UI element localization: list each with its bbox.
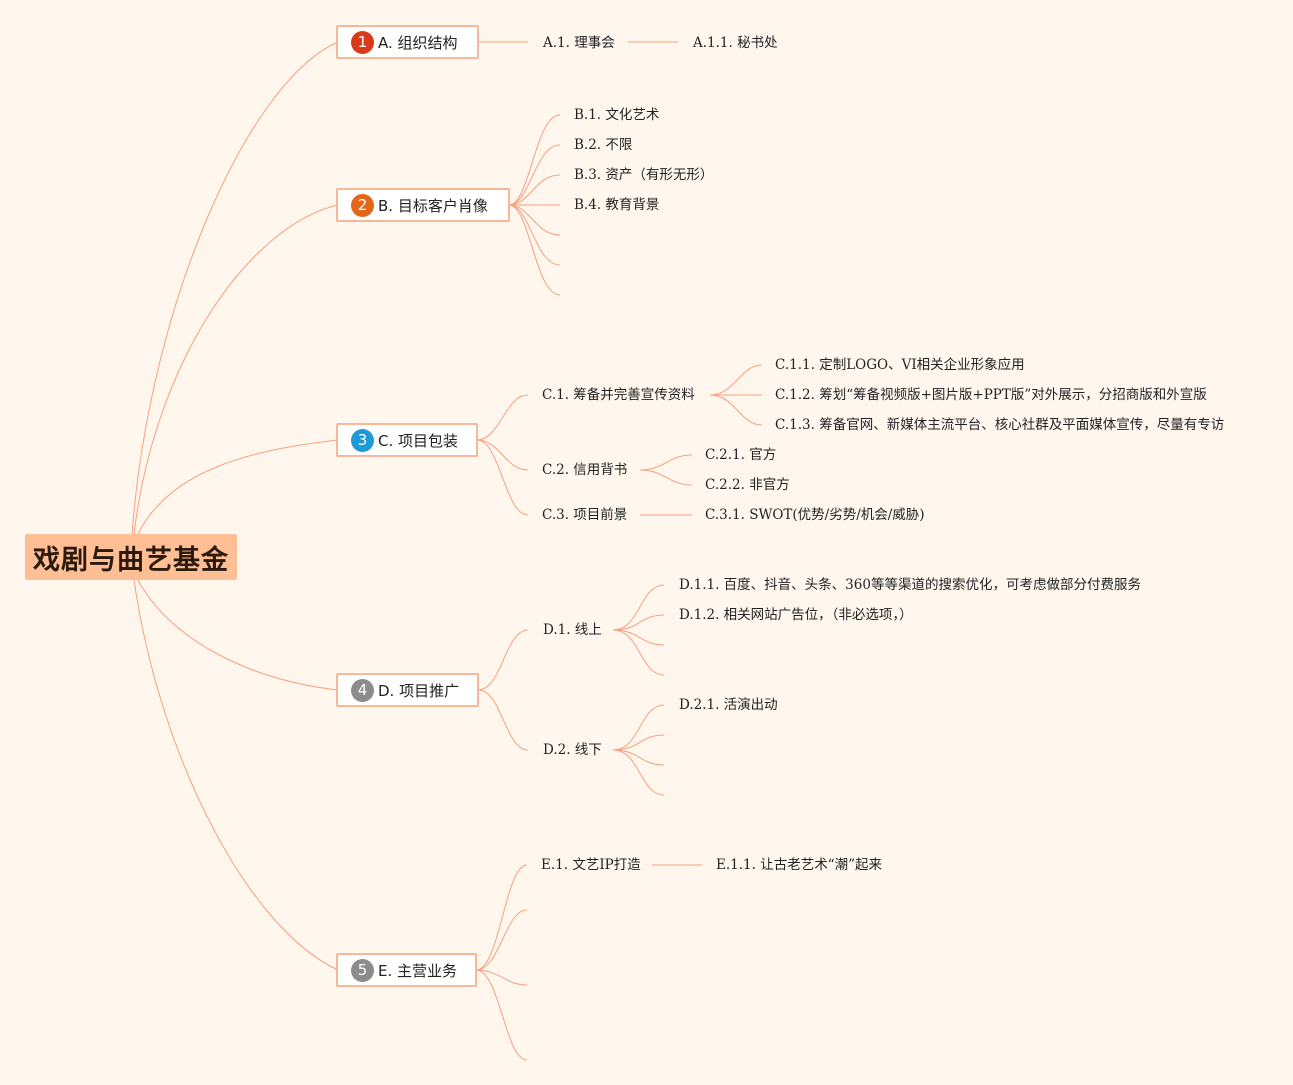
connector-d1-empty-2: [612, 629, 665, 676]
connector-root-d: [137, 579, 339, 691]
connector-c2-c22: [639, 469, 693, 486]
number-3-icon: 3: [351, 428, 374, 452]
node-d2[interactable]: D.2. 线下: [543, 742, 602, 758]
connector-root-c: [137, 439, 339, 535]
node-c21[interactable]: C.2.1. 官方: [705, 447, 777, 463]
branch-a-label: A. 组织结构: [378, 33, 458, 52]
connector-d1-d12: [612, 614, 665, 631]
root-node[interactable]: 戏剧与曲艺基金: [25, 534, 237, 580]
connector-d-d1: [477, 629, 529, 691]
node-c22[interactable]: C.2.2. 非官方: [705, 477, 790, 493]
node-d21[interactable]: D.2.1. 活演出动: [679, 697, 778, 713]
connector-d1-empty-1: [612, 629, 665, 646]
connector-c1-c13: [709, 394, 763, 426]
connector-d2-empty-1: [612, 734, 665, 751]
node-c12[interactable]: C.1.2. 筹划“筹备视频版+图片版+PPT版”对外展示，分招商版和外宣版: [775, 387, 1207, 403]
number-1-icon: 1: [351, 30, 374, 54]
connector-root-a: [131, 41, 339, 535]
connector-e-empty-3: [475, 969, 528, 1061]
node-a11[interactable]: A.1.1. 秘书处: [693, 35, 778, 51]
number-4-icon: 4: [351, 678, 374, 702]
connector-b-empty-1: [508, 204, 561, 236]
branch-b-label: B. 目标客户肖像: [378, 196, 488, 215]
connector-b-empty-3: [508, 204, 561, 296]
connector-d1-d11: [612, 584, 665, 631]
connector-c-c2: [476, 439, 529, 471]
branch-b-node[interactable]: 2 B. 目标客户肖像: [336, 188, 510, 222]
node-b4[interactable]: B.4. 教育背景: [574, 197, 660, 213]
node-c13[interactable]: C.1.3. 筹备官网、新媒体主流平台、核心社群及平面媒体宣传，尽量有专访: [775, 417, 1225, 433]
connector-e-e1: [475, 864, 528, 971]
node-d12[interactable]: D.1.2. 相关网站广告位，（非必选项，）: [679, 607, 913, 623]
node-c11[interactable]: C.1.1. 定制LOGO、VI相关企业形象应用: [775, 357, 1025, 373]
node-d1[interactable]: D.1. 线上: [543, 622, 602, 638]
branch-d-label: D. 项目推广: [378, 681, 460, 700]
connector-root-e: [133, 579, 339, 971]
connector-b-b3: [508, 174, 561, 206]
connector-b-b1: [508, 114, 561, 206]
node-a1[interactable]: A.1. 理事会: [543, 35, 615, 51]
number-5-icon: 5: [351, 958, 374, 982]
node-e11[interactable]: E.1.1. 让古老艺术“潮”起来: [716, 857, 883, 873]
connector-c-c3: [476, 439, 529, 516]
connector-e-empty-1: [475, 909, 528, 971]
branch-a-node[interactable]: 1 A. 组织结构: [336, 25, 479, 59]
branch-c-node[interactable]: 3 C. 项目包装: [336, 423, 478, 457]
branch-d-node[interactable]: 4 D. 项目推广: [336, 673, 479, 707]
connector-e-empty-2: [475, 969, 528, 986]
number-2-icon: 2: [351, 193, 374, 217]
connector-b-empty-2: [508, 204, 561, 266]
node-b1[interactable]: B.1. 文化艺术: [574, 107, 660, 123]
node-c31[interactable]: C.3.1. SWOT(优势/劣势/机会/威胁): [705, 507, 925, 523]
connector-c-c1: [476, 394, 529, 441]
node-b2[interactable]: B.2. 不限: [574, 137, 633, 153]
node-d11[interactable]: D.1.1. 百度、抖音、头条、360等等渠道的搜索优化，可考虑做部分付费服务: [679, 577, 1141, 593]
connector-d-d2: [477, 689, 529, 751]
node-e1[interactable]: E.1. 文艺IP打造: [541, 857, 641, 873]
connector-d2-empty-2: [612, 749, 665, 766]
branch-c-label: C. 项目包装: [378, 431, 459, 450]
connector-root-b: [133, 204, 339, 535]
connector-d2-d21: [612, 704, 665, 751]
branch-e-node[interactable]: 5 E. 主营业务: [336, 953, 477, 987]
connector-d2-empty-3: [612, 749, 665, 796]
node-c1[interactable]: C.1. 筹备并完善宣传资料: [542, 387, 695, 403]
connector-c2-c21: [639, 454, 693, 471]
connector-c1-c11: [709, 364, 763, 396]
node-c2[interactable]: C.2. 信用背书: [542, 462, 628, 478]
node-b3[interactable]: B.3. 资产（有形无形）: [574, 167, 714, 183]
root-label: 戏剧与曲艺基金: [33, 544, 229, 576]
branch-e-label: E. 主营业务: [378, 961, 458, 980]
node-c3[interactable]: C.3. 项目前景: [542, 507, 628, 523]
connector-b-b2: [508, 144, 561, 206]
